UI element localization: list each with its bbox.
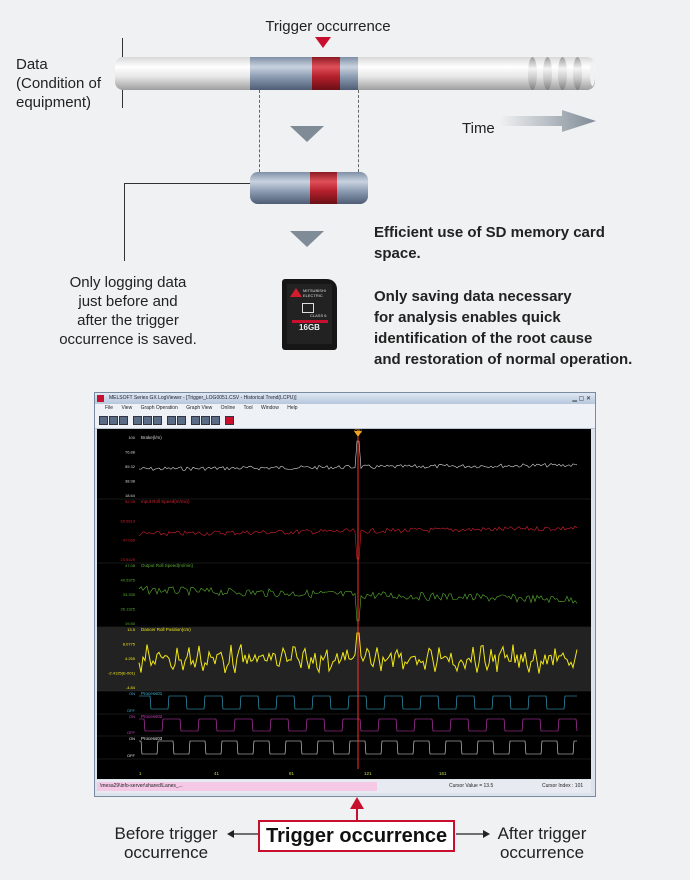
channel-tick-label: 13.5	[127, 627, 136, 632]
log-window-after	[340, 57, 358, 90]
channel-tick-label: ON	[129, 714, 135, 719]
channel-tick-label: -2.4125(E-001)	[108, 671, 136, 676]
channel-name: Process01	[141, 691, 163, 696]
trigger-pointer-icon	[350, 797, 364, 809]
x-tick-label: 1	[139, 771, 142, 776]
menu-graph-operation[interactable]: Graph Operation	[140, 405, 178, 411]
trigger-marker-icon	[315, 37, 331, 48]
toolbar-button[interactable]	[99, 416, 108, 425]
note-connector-line	[124, 183, 125, 261]
channel-tick-label: 59.32	[125, 464, 136, 469]
trigger-segment	[312, 57, 340, 90]
app-icon	[97, 395, 104, 402]
toolbar-button[interactable]	[119, 416, 128, 425]
channel-tick-label: 92.05	[125, 499, 136, 504]
toolbar-button[interactable]	[177, 416, 186, 425]
efficient-use-text: Efficient use of SD memory card space.	[374, 224, 605, 262]
channel-tick-label: 100	[128, 435, 135, 440]
toolbar-button[interactable]	[201, 416, 210, 425]
toolbar-button[interactable]	[133, 416, 142, 425]
channel-tick-label: OFF	[127, 753, 136, 758]
saved-log-cylinder	[250, 172, 368, 204]
channel-tick-label: OFF	[127, 708, 136, 713]
channel-tick-label: 23.5425	[121, 557, 136, 562]
channel-name: Dancer Roll Position(cm)	[141, 627, 191, 632]
channel-name: Input Roll Speed(m/min)	[141, 499, 190, 504]
status-path: \mesa29\info-server\shared\Lanes_...	[97, 782, 377, 791]
channel-tick-label: 26.1325	[121, 607, 136, 612]
menu-online[interactable]: Online	[220, 405, 236, 411]
log-window-before	[250, 57, 312, 90]
toolbar	[95, 413, 595, 429]
trigger-marker-icon	[354, 431, 362, 437]
channel-name: Output Roll Speed(m/min)	[141, 563, 194, 568]
channel-tick-label: 76.88	[125, 450, 136, 455]
channel-tick-label: 19.80	[125, 621, 136, 626]
channel-tick-label: 47.035	[123, 538, 136, 543]
left-arrow-icon	[227, 830, 261, 838]
x-tick-label: 121	[364, 771, 372, 776]
channel-tick-label: 47.08	[125, 563, 136, 568]
toolbar-button[interactable]	[211, 416, 220, 425]
channel-tick-label: 40.5375	[121, 578, 136, 583]
channel-name: Brake(l/m)	[141, 435, 162, 440]
sd-card-icon: MITSUBISHI ELECTRIC 16GB CLASS 6	[282, 279, 337, 350]
channel-tick-label: 69.5613	[121, 518, 136, 523]
benefit-text: Only saving data necessary for analysis …	[374, 288, 633, 368]
toolbar-button[interactable]	[109, 416, 118, 425]
toolbar-button[interactable]	[153, 416, 162, 425]
window-title: MELSOFT Series GX LogViewer - [Trigger_L…	[95, 393, 595, 404]
menu-help[interactable]: Help	[287, 405, 298, 411]
channel-tick-label: ON	[129, 691, 135, 696]
before-trigger-label: Before trigger occurrence	[114, 824, 218, 862]
menu-graph-view[interactable]: Graph View	[186, 405, 213, 411]
toolbar-button[interactable]	[167, 416, 176, 425]
toolbar-button[interactable]	[225, 416, 234, 425]
x-tick-label: 161	[439, 771, 447, 776]
cursor-index: Cursor Index : 101	[542, 783, 584, 789]
menu-view[interactable]: View	[121, 405, 133, 411]
down-arrow-icon	[290, 126, 324, 142]
menu-tool[interactable]: Tool	[243, 405, 253, 411]
trigger-label-top: Trigger occurrence	[265, 18, 391, 35]
status-bar: \mesa29\info-server\shared\Lanes_... Cur…	[97, 780, 591, 793]
channel-tick-label: 38.98	[125, 479, 136, 484]
logviewer-screenshot: MELSOFT Series GX LogViewer - [Trigger_L…	[94, 392, 596, 797]
trigger-marker-text: ON	[354, 429, 362, 435]
channel-tick-label: 18.64	[125, 493, 136, 498]
trigger-callout: Trigger occurrence	[258, 820, 456, 852]
window-controls[interactable]: ▁ ▢ ✕	[572, 396, 591, 402]
menu-window[interactable]: Window	[261, 405, 279, 411]
channel-name: Process03	[141, 736, 163, 741]
data-timeline-cylinder	[115, 57, 595, 90]
channel-tick-label: 33.335	[123, 592, 136, 597]
menu-bar: File View Graph Operation Graph View Onl…	[95, 404, 595, 413]
logging-note: Only logging data just before and after …	[59, 274, 197, 348]
x-tick-label: 41	[214, 771, 220, 776]
cursor-value: Cursor Value = 13.5	[449, 783, 494, 789]
menu-file[interactable]: File	[105, 405, 114, 411]
channel-tick-label: ON	[129, 736, 135, 741]
channel-tick-label: 8.0775	[123, 642, 136, 647]
channel-tick-label: OFF	[127, 730, 136, 735]
time-arrow-icon	[500, 110, 596, 132]
x-tick-label: 81	[289, 771, 295, 776]
toolbar-button[interactable]	[143, 416, 152, 425]
time-label: Time	[462, 120, 495, 137]
channel-tick-label: 4.255	[125, 656, 136, 661]
toolbar-button[interactable]	[191, 416, 200, 425]
down-arrow-icon	[290, 231, 324, 247]
after-trigger-label: After trigger occurrence	[497, 824, 587, 862]
right-arrow-icon	[456, 830, 490, 838]
data-axis-label: Data (Condition of equipment)	[16, 56, 102, 111]
channel-tick-label: -4.84	[126, 685, 136, 690]
channel-name: Process02	[141, 714, 163, 719]
